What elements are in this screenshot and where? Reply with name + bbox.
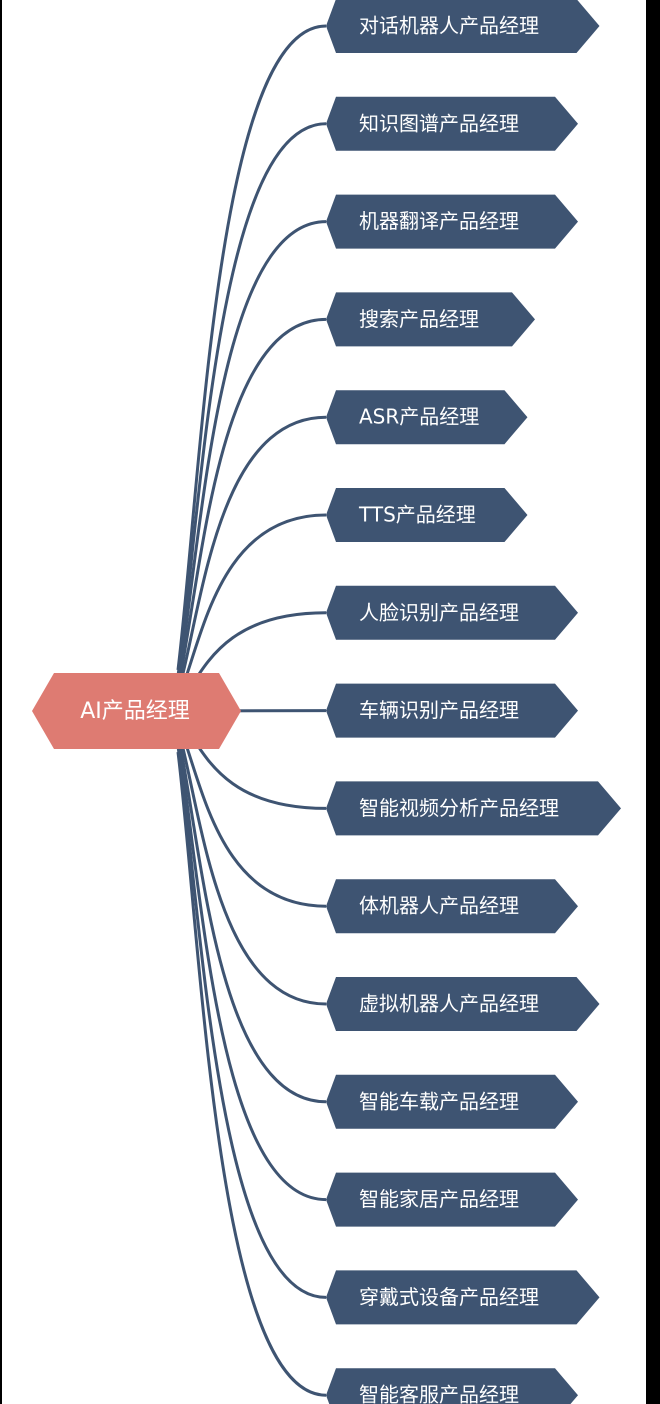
- child-node-label-7: 人脸识别产品经理: [359, 600, 519, 624]
- child-node-shape-7: [326, 585, 578, 640]
- edge-12: [176, 734, 327, 1104]
- edge-3: [176, 220, 327, 682]
- child-node-shape-1: [326, 0, 600, 53]
- child-node-label-10: 体机器人产品经理: [359, 894, 519, 918]
- child-node-shape-5: [326, 390, 528, 445]
- child-node-label-8: 车辆识别产品经理: [359, 698, 519, 722]
- child-node-6: TTS产品经理: [326, 488, 528, 542]
- child-node-15: 智能客服产品经理: [326, 1368, 578, 1404]
- child-node-shape-3: [326, 194, 578, 249]
- child-node-shape-8: [326, 683, 578, 738]
- child-node-11: 虚拟机器人产品经理: [326, 977, 600, 1031]
- child-node-3: 机器翻译产品经理: [326, 194, 578, 249]
- child-node-14: 穿戴式设备产品经理: [326, 1270, 600, 1325]
- root-node-shape: [32, 673, 241, 749]
- child-node-4: 搜索产品经理: [326, 292, 535, 347]
- child-node-2: 知识图谱产品经理: [326, 96, 578, 151]
- child-node-shape-14: [326, 1270, 600, 1325]
- child-node-shape-15: [326, 1368, 578, 1404]
- child-node-8: 车辆识别产品经理: [326, 683, 578, 738]
- child-node-9: 智能视频分析产品经理: [326, 781, 621, 836]
- child-node-label-4: 搜索产品经理: [359, 307, 479, 331]
- child-node-label-15: 智能客服产品经理: [359, 1383, 519, 1404]
- root-node-label: AI产品经理: [80, 699, 190, 724]
- child-node-shape-2: [326, 96, 578, 151]
- edge-15: [176, 751, 327, 1397]
- edge-2: [176, 122, 327, 676]
- child-node-label-6: TTS产品经理: [358, 503, 476, 527]
- mindmap-panel: AI产品经理 对话机器人产品经理知识图谱产品经理机器翻译产品经理搜索产品经理 AS…: [2, 0, 646, 1404]
- edge-11: [176, 728, 327, 1006]
- child-node-10: 体机器人产品经理: [326, 879, 578, 934]
- child-node-label-11: 虚拟机器人产品经理: [359, 992, 539, 1016]
- child-node-label-14: 穿戴式设备产品经理: [359, 1285, 539, 1309]
- child-node-shape-10: [326, 879, 578, 934]
- child-node-label-9: 智能视频分析产品经理: [359, 796, 559, 820]
- child-node-shape-12: [326, 1074, 578, 1129]
- edge-4: [176, 317, 327, 688]
- edge-1: [176, 24, 327, 671]
- root-node: AI产品经理: [32, 673, 241, 749]
- child-node-shape-6: [326, 488, 528, 542]
- edge-14: [176, 745, 327, 1299]
- child-node-7: 人脸识别产品经理: [326, 585, 578, 640]
- child-node-5: ASR产品经理: [326, 390, 528, 445]
- child-node-shape-11: [326, 977, 600, 1031]
- child-node-shape-4: [326, 292, 535, 347]
- edge-13: [176, 740, 327, 1202]
- child-node-label-13: 智能家居产品经理: [359, 1187, 519, 1211]
- child-node-shape-9: [326, 781, 621, 836]
- child-node-13: 智能家居产品经理: [326, 1172, 578, 1227]
- child-node-1: 对话机器人产品经理: [326, 0, 600, 53]
- child-node-label-2: 知识图谱产品经理: [359, 111, 519, 135]
- child-node-shape-13: [326, 1172, 578, 1227]
- child-node-label-12: 智能车载产品经理: [359, 1089, 519, 1113]
- child-node-label-3: 机器翻译产品经理: [359, 209, 519, 233]
- child-node-label-5: ASR产品经理: [359, 405, 479, 429]
- child-node-12: 智能车载产品经理: [326, 1074, 578, 1129]
- child-node-label-1: 对话机器人产品经理: [359, 14, 539, 38]
- edge-5: [176, 415, 327, 694]
